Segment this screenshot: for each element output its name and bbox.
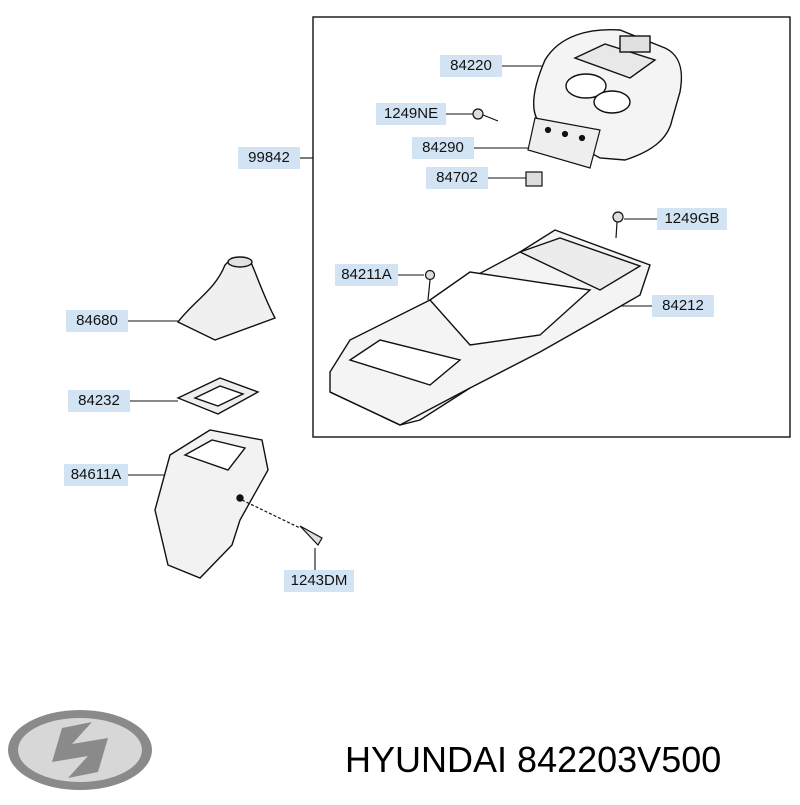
label-1249GB: 1249GB (657, 208, 727, 230)
part-84611A-bezel (154, 429, 269, 579)
leader-lines (128, 65, 657, 570)
label-84211A: 84211A (335, 264, 398, 286)
brand-name: HYUNDAI (345, 739, 508, 780)
part-84211A-screw (424, 269, 436, 301)
assembly-frame (312, 16, 791, 438)
label-84220: 84220 (440, 55, 502, 77)
label-84702: 84702 (426, 167, 488, 189)
part-84290-hinge (527, 117, 601, 169)
label-84611A: 84611A (64, 464, 128, 486)
hyundai-logo-icon (8, 710, 152, 790)
part-84212-console (329, 229, 651, 426)
label-99842: 99842 (238, 147, 300, 169)
part-1249GB-screw (612, 211, 624, 239)
part-84702-clip (525, 171, 543, 187)
label-84232: 84232 (68, 390, 130, 412)
part-1243DM-screw (241, 499, 323, 546)
part-84232-gasket (176, 377, 260, 415)
label-84290: 84290 (412, 137, 474, 159)
label-1243DM: 1243DM (284, 570, 354, 592)
label-84212: 84212 (652, 295, 714, 317)
part-1249NE-screw (472, 108, 499, 122)
label-1249NE: 1249NE (376, 103, 446, 125)
label-84680: 84680 (66, 310, 128, 332)
brand-part-number: HYUNDAI 842203V500 (345, 735, 795, 785)
part-84680-boot (176, 256, 276, 341)
part-number: 842203V500 (517, 739, 722, 780)
